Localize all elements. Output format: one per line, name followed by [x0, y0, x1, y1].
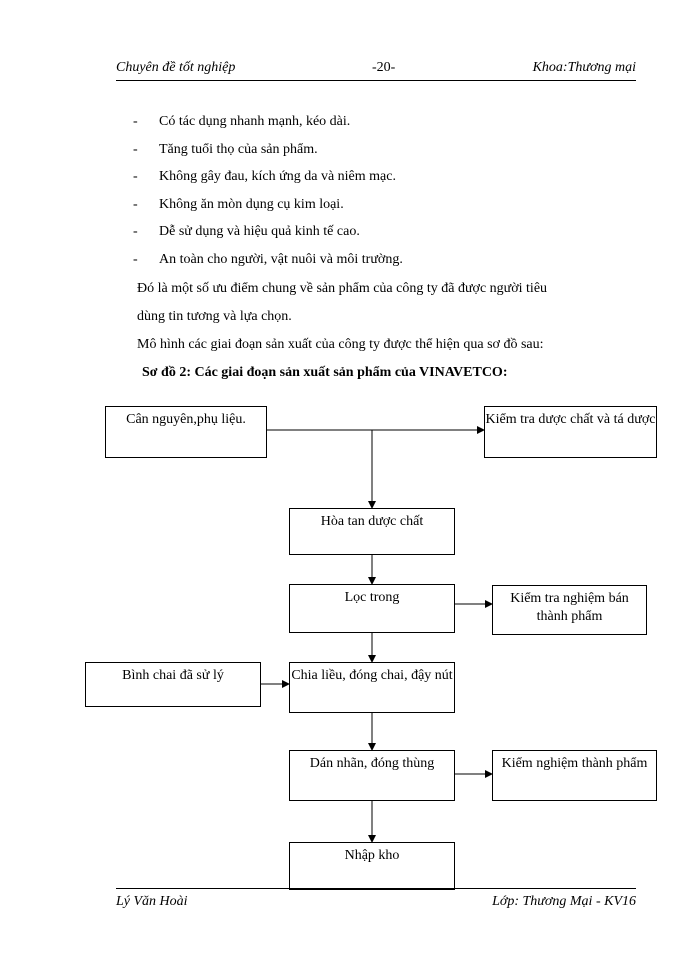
dose-fill-box: Chia liều, đóng chai, đậy nút	[289, 662, 455, 713]
page-footer: Lý Văn Hoài Lớp: Thương Mại - KV16	[116, 888, 636, 913]
header-right: Khoa:Thương mại	[532, 60, 636, 75]
list-item: -Không gây đau, kích ứng da và niêm mạc.	[133, 169, 396, 184]
raw-material-box: Cân nguyên,phụ liệu.	[105, 406, 267, 458]
filter-box: Lọc trong	[289, 584, 455, 633]
test-semi-product-box: Kiểm tra nghiệm bán thành phẩm	[492, 585, 647, 635]
list-item: -Tăng tuổi thọ của sản phẩm.	[133, 141, 318, 157]
test-final-box: Kiểm nghiệm thành phẩm	[492, 750, 657, 801]
warehouse-box: Nhập kho	[289, 842, 455, 890]
header-left: Chuyên đề tốt nghiệp	[116, 60, 236, 75]
dissolve-box: Hòa tan dược chất	[289, 508, 455, 555]
advantages-list: -Có tác dụng nhanh mạnh, kéo dài. -Tăng …	[133, 114, 403, 279]
paragraph-line: dùng tin tương và lựa chọn.	[137, 309, 292, 324]
paragraph-line: Mô hình các giai đoạn sản xuất của công …	[137, 337, 544, 352]
list-item: -Có tác dụng nhanh mạnh, kéo dài.	[133, 114, 351, 129]
footer-author: Lý Văn Hoài	[116, 894, 188, 909]
footer-class: Lớp: Thương Mại - KV16	[492, 894, 636, 909]
page-number: -20-	[372, 60, 396, 75]
label-pack-box: Dán nhãn, đóng thùng	[289, 750, 455, 801]
page-header: Chuyên đề tốt nghiệp -20- Khoa:Thương mạ…	[116, 60, 636, 81]
list-item: -An toàn cho người, vật nuôi và môi trườ…	[133, 251, 403, 267]
list-item: -Dễ sử dụng và hiệu quả kinh tế cao.	[133, 224, 360, 239]
paragraph-line: Đó là một số ưu điểm chung về sản phẩm c…	[137, 281, 548, 296]
bottles-box: Bình chai đã sử lý	[85, 662, 261, 707]
check-excipients-box: Kiểm tra dược chất và tá dược	[484, 406, 657, 458]
list-item: -Không ăn mòn dụng cụ kim loại.	[133, 196, 344, 212]
diagram-caption: Sơ đồ 2: Các giai đoạn sản xuất sản phẩm…	[142, 365, 508, 380]
